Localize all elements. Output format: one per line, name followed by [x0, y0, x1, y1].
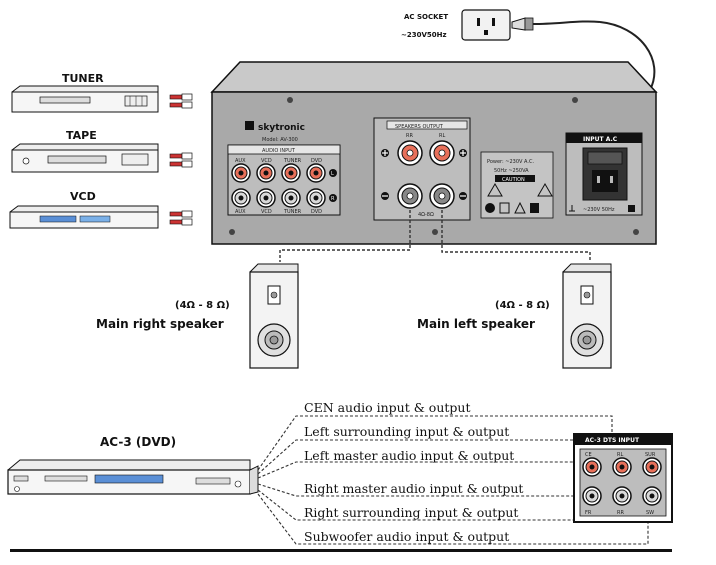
power-info-line1: Power: ~230V A.C. — [487, 159, 534, 165]
right-speaker-wire — [279, 210, 411, 262]
caution-label: CAUTION — [502, 177, 525, 183]
power-info-line2: 50Hz ~250VA — [494, 168, 529, 174]
ac3-panel-title: AC-3 DTS INPUT — [585, 437, 640, 444]
tuner-label: TUNER — [62, 72, 104, 85]
model-number: Model: AV-300 — [262, 137, 298, 143]
connection-right-surround: Right surrounding input & output — [304, 505, 518, 520]
speaker-label-rl: RL — [439, 133, 445, 139]
ac3-label-ce: CE — [585, 452, 592, 458]
tuner-device: TUNER — [11, 72, 193, 113]
disposal-icon — [530, 203, 539, 213]
brand-logo-icon — [245, 121, 254, 130]
input-label-aux-l: AUX — [235, 158, 246, 164]
dvd-label: AC-3 (DVD) — [100, 435, 176, 449]
speaker-impedance-rating: 4Ω-8Ω — [418, 212, 434, 218]
right-speaker-label: Main right speaker — [96, 317, 224, 331]
speaker-terminal-black-left — [429, 183, 455, 209]
channel-left-marker: L — [331, 171, 334, 177]
vcd-device: VCD — [9, 190, 193, 229]
left-speaker-label: Main left speaker — [417, 317, 535, 331]
ac3-label-fr: FR — [585, 510, 592, 516]
speakers-output-title: SPEAKERS OUTPUT — [395, 124, 444, 130]
warning-triangle-icon-2 — [537, 183, 553, 197]
input-label-tuner-l: TUNER — [283, 158, 302, 164]
right-speaker — [249, 263, 299, 369]
wall-outlet — [461, 9, 511, 41]
speaker-terminal-red-right — [397, 140, 423, 166]
input-label-tuner-r: TUNER — [283, 209, 302, 215]
ce-mark-icon — [485, 203, 495, 213]
left-speaker-wire — [441, 210, 591, 262]
connection-left-surround: Left surrounding input & output — [304, 424, 509, 439]
fuse-rating: ~230V 50Hz — [583, 207, 615, 213]
speaker-terminal-black-right — [397, 183, 423, 209]
audio-input-title: AUDIO INPUT — [262, 148, 296, 154]
amplifier: skytronic Model: AV-300 AUDIO INPUT AUX … — [210, 61, 658, 245]
ac3-label-rr: RR — [617, 510, 624, 516]
connection-subwoofer: Subwoofer audio input & output — [304, 529, 509, 544]
tape-label: TAPE — [66, 129, 97, 142]
dvd-player — [7, 459, 259, 495]
ac3-input-panel: AC-3 DTS INPUT CE RL SUR FR RR SW — [573, 433, 673, 523]
dvd-display — [94, 474, 164, 484]
ac3-label-sw: SW — [646, 510, 654, 516]
input-label-vcd-r: VCD — [261, 209, 272, 215]
ac3-label-sur: SUR — [645, 452, 656, 458]
connection-cen: CEN audio input & output — [304, 400, 470, 415]
safety-icon — [514, 201, 526, 214]
ac-socket-label: AC SOCKET — [404, 13, 448, 21]
ac-socket-voltage: ~230V50Hz — [401, 31, 447, 39]
left-speaker-impedance: (4Ω - 8 Ω) — [495, 300, 550, 311]
left-speaker — [562, 263, 612, 369]
ac-socket: AC SOCKET ~230V50Hz — [401, 9, 656, 161]
connection-right-master: Right master audio input & output — [304, 481, 523, 496]
tape-device: TAPE — [11, 129, 193, 173]
speaker-label-rr: RR — [406, 133, 413, 139]
power-plug — [511, 17, 526, 31]
vcd-label: VCD — [70, 190, 96, 203]
double-insulation-icon — [499, 202, 510, 214]
brand-name: skytronic — [258, 123, 305, 133]
connection-left-master: Left master audio input & output — [304, 448, 514, 463]
input-label-vcd-l: VCD — [261, 158, 272, 164]
bottom-rule — [10, 549, 672, 552]
input-ac-title: INPUT A.C — [583, 136, 618, 143]
input-label-dvd-l: DVD — [311, 158, 322, 164]
speaker-terminal-red-left — [429, 140, 455, 166]
right-speaker-impedance: (4Ω - 8 Ω) — [175, 300, 230, 311]
channel-right-marker: R — [331, 196, 335, 202]
input-label-dvd-r: DVD — [311, 209, 322, 215]
speakers-output-panel — [373, 117, 471, 221]
ac3-label-rl: RL — [617, 452, 623, 458]
input-label-aux-r: AUX — [235, 209, 246, 215]
warning-triangle-icon — [487, 183, 503, 197]
